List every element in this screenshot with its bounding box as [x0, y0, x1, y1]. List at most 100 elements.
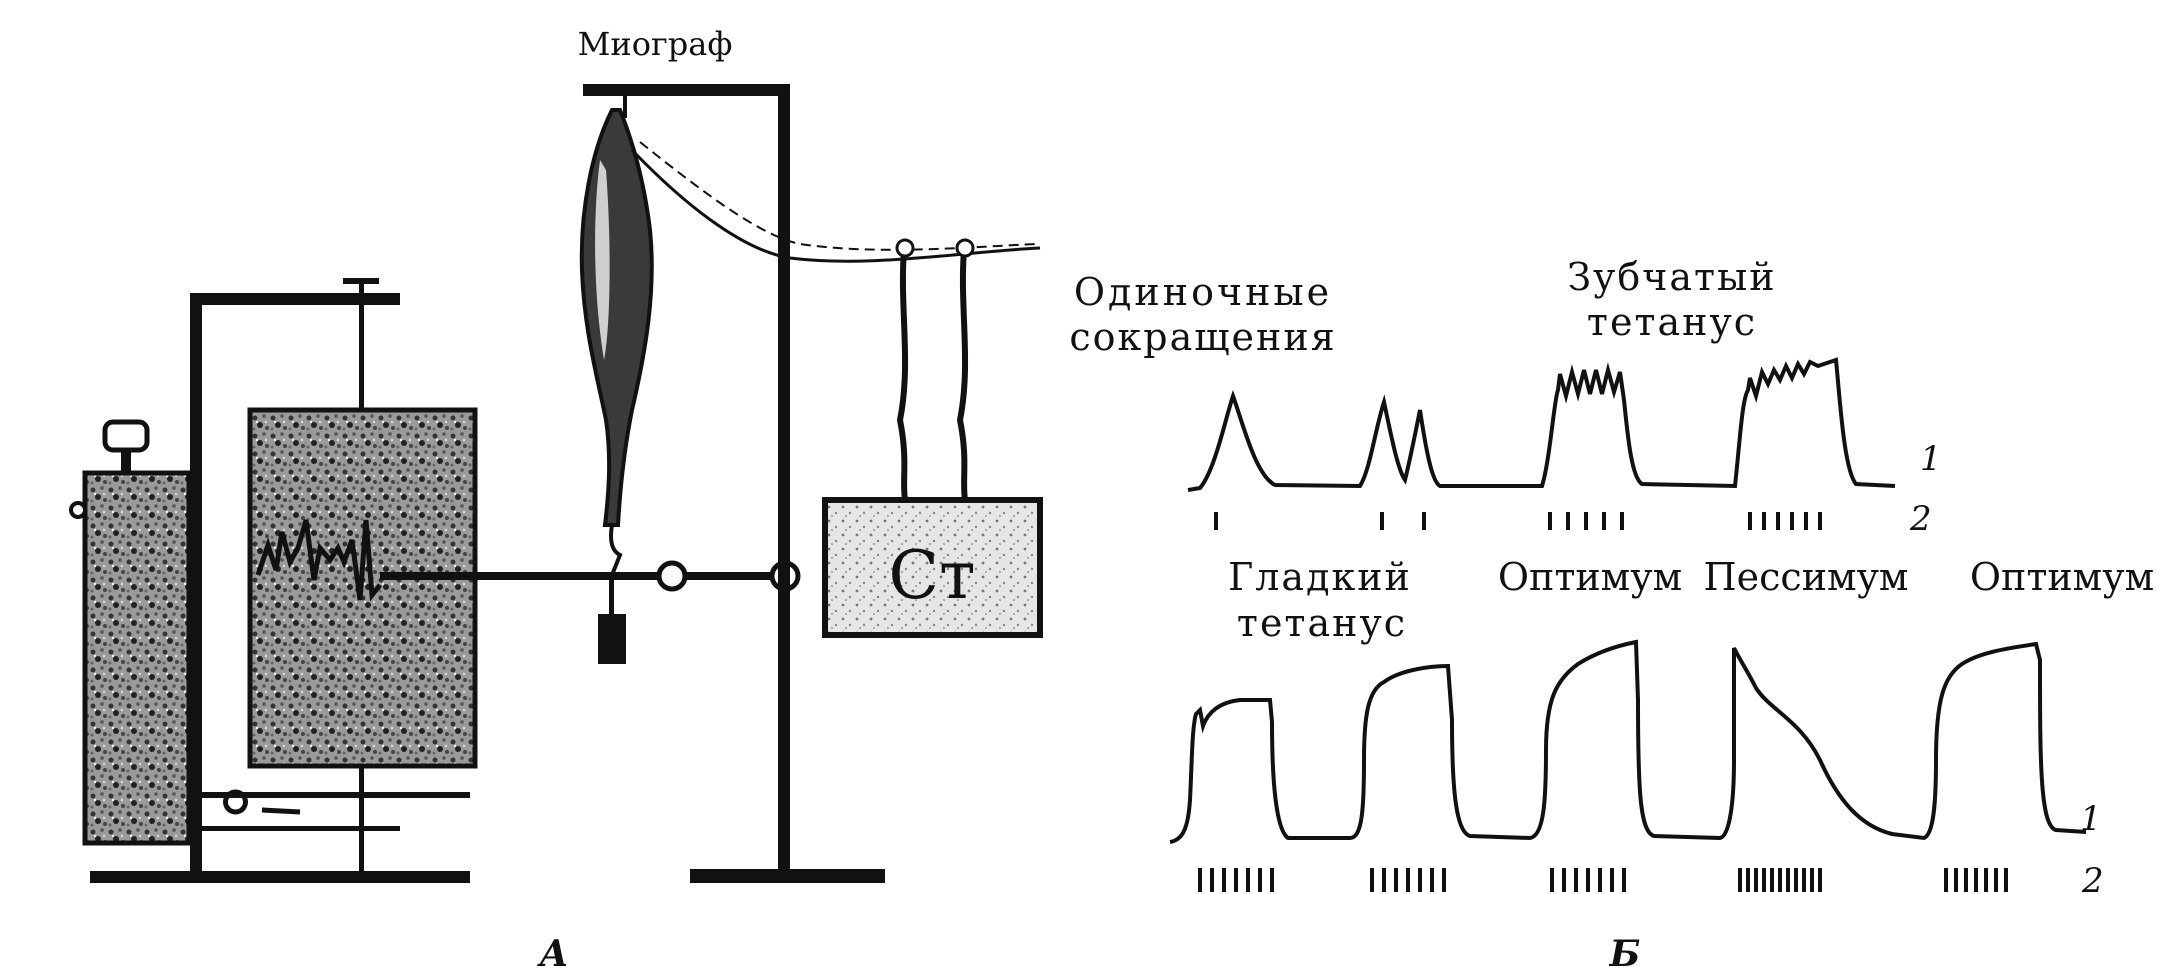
- row2-stimulus-marks: [1198, 868, 2008, 892]
- stim-mark: [1944, 868, 1948, 892]
- panel-letter-b: Б: [1609, 933, 1641, 975]
- nerve-wire-2: [639, 141, 1039, 251]
- base-plate: [90, 871, 470, 883]
- stim-mark: [1778, 868, 1782, 892]
- stim-mark: [1418, 868, 1422, 892]
- stim-mark: [1954, 868, 1958, 892]
- stim-mark: [1602, 512, 1606, 530]
- label-pessimum: Пессимум: [1704, 555, 1909, 599]
- stim-mark: [1748, 512, 1752, 530]
- stim-mark: [1620, 512, 1624, 530]
- row1-trace-number-2: 2: [1909, 499, 1932, 539]
- stim-mark: [1370, 868, 1374, 892]
- stim-mark: [1754, 868, 1758, 892]
- motor-key: [69, 501, 87, 519]
- stim-mark: [1422, 512, 1426, 530]
- stim-mark: [1770, 868, 1774, 892]
- apparatus-panel: Миограф Ст А: [69, 25, 1043, 975]
- electrode-right: [956, 239, 969, 501]
- myograph-label: Миограф: [578, 25, 733, 63]
- drum-trace: [255, 519, 382, 602]
- stim-mark: [1804, 512, 1808, 530]
- stimulator-box: [822, 497, 1043, 638]
- kymograph-motor: [82, 470, 192, 846]
- stim-mark: [1964, 868, 1968, 892]
- stim-mark: [1406, 868, 1410, 892]
- row1-muscle-trace: [1187, 357, 1896, 492]
- electrode-left: [896, 239, 909, 501]
- stim-mark: [1794, 868, 1798, 892]
- label-smooth-tetanus-line2: тетанус: [1237, 601, 1407, 645]
- stim-mark: [1270, 868, 1274, 892]
- stim-group: [1550, 868, 1626, 892]
- stim-mark: [1574, 868, 1578, 892]
- label-smooth-tetanus-line1: Гладкий: [1228, 555, 1412, 599]
- stim-group: [1944, 868, 2008, 892]
- stim-mark: [1622, 868, 1626, 892]
- stim-mark: [1380, 512, 1384, 530]
- panel-letter-a: А: [536, 933, 568, 975]
- weight-hook: [609, 576, 614, 616]
- label-single-twitches-line2: сокращения: [1069, 315, 1336, 359]
- stim-mark: [1610, 868, 1614, 892]
- myograph-stand: [778, 84, 790, 879]
- muscle: [579, 108, 654, 527]
- stim-group: [1738, 868, 1822, 892]
- stim-group: [1198, 868, 1274, 892]
- stim-mark: [1974, 868, 1978, 892]
- label-dentate-tetanus-line2: тетанус: [1587, 300, 1757, 344]
- stim-mark: [1210, 868, 1214, 892]
- label-dentate-tetanus-line1: Зубчатый: [1567, 255, 1776, 299]
- stim-mark: [1598, 868, 1602, 892]
- row1-trace-number-1: 1: [1920, 439, 1942, 479]
- stim-mark: [1258, 868, 1262, 892]
- axle-cap: [343, 278, 379, 284]
- label-single-twitches-line1: Одиночные: [1074, 270, 1332, 314]
- stim-mark: [1222, 868, 1226, 892]
- muscle-highlight: [595, 160, 610, 360]
- stim-group: [1548, 512, 1624, 530]
- stim-mark: [1994, 868, 1998, 892]
- stim-mark: [1442, 868, 1446, 892]
- electrode-tip-left: [895, 238, 915, 258]
- kymograph-stand: [190, 293, 202, 881]
- electrode-tip-right: [955, 238, 975, 258]
- pulley: [223, 789, 301, 815]
- stim-mark: [1810, 868, 1814, 892]
- records-panel: Одиночные сокращения Зубчатый тетанус 1: [1069, 255, 2154, 975]
- motor-knob-stem: [121, 448, 131, 474]
- label-optimum-1: Оптимум: [1498, 555, 1682, 599]
- stim-mark: [1550, 868, 1554, 892]
- drum-bar-2: [200, 826, 400, 831]
- writing-lever: [380, 572, 785, 580]
- stim-mark: [1984, 868, 1988, 892]
- stim-mark: [1786, 868, 1790, 892]
- stim-mark: [1198, 868, 1202, 892]
- stim-mark: [1762, 868, 1766, 892]
- row2-trace-number-1: 1: [2080, 799, 2102, 839]
- nerve-wire: [630, 148, 1041, 263]
- stim-mark: [1586, 868, 1590, 892]
- lever-pivot-left: [656, 560, 688, 592]
- stim-mark: [1584, 512, 1588, 530]
- stim-mark: [1776, 512, 1780, 530]
- row2-trace-number-2: 2: [2081, 861, 2104, 901]
- stim-group: [1370, 868, 1446, 892]
- stim-mark: [1548, 512, 1552, 530]
- stim-mark: [1762, 512, 1766, 530]
- stim-mark: [1246, 868, 1250, 892]
- stim-mark: [1566, 512, 1570, 530]
- stim-mark: [1818, 512, 1822, 530]
- stim-mark: [1562, 868, 1566, 892]
- stim-mark: [1746, 868, 1750, 892]
- myograph-top-bar: [583, 84, 790, 96]
- kymograph-top-bar: [190, 293, 400, 305]
- stim-mark: [1214, 512, 1218, 530]
- stim-mark: [2004, 868, 2008, 892]
- stim-mark: [1802, 868, 1806, 892]
- motor-knob: [102, 419, 150, 453]
- stim-mark: [1818, 868, 1822, 892]
- tendon-hook: [609, 96, 627, 576]
- stim-mark: [1382, 868, 1386, 892]
